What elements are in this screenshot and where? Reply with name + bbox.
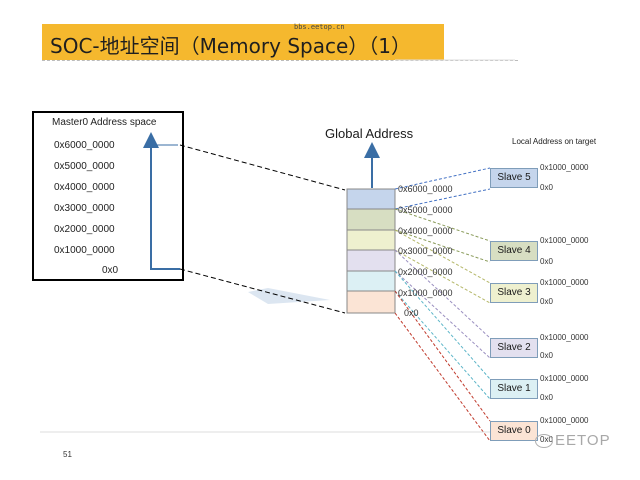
master-address-label: 0x3000_0000: [54, 203, 115, 214]
slave4-mapping-top: [394, 208, 491, 242]
slave2-mapping-bottom: [394, 270, 491, 359]
title-divider: [42, 60, 518, 61]
master-address-label: 0x5000_0000: [54, 161, 115, 172]
slave3-mapping-top: [394, 229, 491, 284]
slave-5-bottom-address: 0x0: [540, 183, 553, 192]
global-region-3: [346, 229, 396, 251]
master-address-label: 0x0: [102, 265, 119, 276]
watermark: bbs.eetop.cn: [294, 23, 345, 31]
eetop-logo: EETOP: [535, 432, 611, 449]
global-address-label: 0x5000_0000: [398, 205, 453, 215]
global-address-title: Global Address: [325, 126, 414, 141]
master-bottom-mapping-line: [179, 268, 346, 314]
slave-4-box: Slave 4: [490, 241, 538, 261]
slave1-mapping-top: [394, 270, 491, 380]
page-title: SOC-地址空间（Memory Space）（1）: [50, 34, 411, 58]
master-address-label: 0x6000_0000: [54, 140, 115, 151]
global-region-4: [346, 208, 396, 231]
global-address-label: 0x2000_0000: [398, 267, 453, 277]
global-region-0: [346, 290, 396, 314]
local-address-title: Local Address on target: [512, 137, 597, 146]
master-top-mapping-line: [179, 144, 346, 191]
slave-3-bottom-address: 0x0: [540, 297, 553, 306]
slave-3-box: Slave 3: [490, 283, 538, 303]
slave0-mapping-bottom: [394, 312, 491, 442]
slave5-mapping-bottom: [394, 188, 491, 210]
slave1-mapping-bottom: [394, 290, 491, 400]
master-title: Master0 Address space: [52, 117, 157, 128]
slave-5-box: Slave 5: [490, 168, 538, 188]
global-address-label: 0x4000_0000: [398, 226, 453, 236]
global-address-label: 0x3000_0000: [398, 246, 453, 256]
wechat-icon: [535, 434, 553, 449]
global-address-label: 0x0: [404, 308, 419, 318]
slave-5-top-address: 0x1000_0000: [540, 163, 589, 172]
master-address-label: 0x2000_0000: [54, 224, 115, 235]
global-address-label: 0x1000_0000: [398, 288, 453, 298]
slave-0-box: Slave 0: [490, 421, 538, 441]
slave-4-top-address: 0x1000_0000: [540, 236, 589, 245]
title-bar: [42, 24, 444, 60]
slave0-mapping-top: [394, 290, 491, 422]
slave-3-top-address: 0x1000_0000: [540, 278, 589, 287]
page-number: 51: [63, 450, 72, 459]
global-address-label: 0x6000_0000: [398, 184, 453, 194]
slave-1-top-address: 0x1000_0000: [540, 374, 589, 383]
master-address-label: 0x1000_0000: [54, 245, 115, 256]
master-address-label: 0x4000_0000: [54, 182, 115, 193]
logo-text: EETOP: [555, 432, 611, 449]
slave5-mapping-top: [394, 167, 491, 190]
slave-2-top-address: 0x1000_0000: [540, 333, 589, 342]
slave-2-bottom-address: 0x0: [540, 351, 553, 360]
slave3-mapping-bottom: [394, 249, 491, 304]
global-region-1: [346, 270, 396, 292]
slave-1-box: Slave 1: [490, 379, 538, 399]
slave-1-bottom-address: 0x0: [540, 393, 553, 402]
global-region-5: [346, 188, 396, 210]
slave-mapping-lines: [394, 167, 491, 442]
slave4-mapping-bottom: [394, 229, 491, 263]
slave2-mapping-top: [394, 249, 491, 339]
global-region-2: [346, 249, 396, 272]
slave-2-box: Slave 2: [490, 338, 538, 358]
faint-arrow-watermark: [248, 288, 330, 304]
slave-0-top-address: 0x1000_0000: [540, 416, 589, 425]
slave-4-bottom-address: 0x0: [540, 257, 553, 266]
